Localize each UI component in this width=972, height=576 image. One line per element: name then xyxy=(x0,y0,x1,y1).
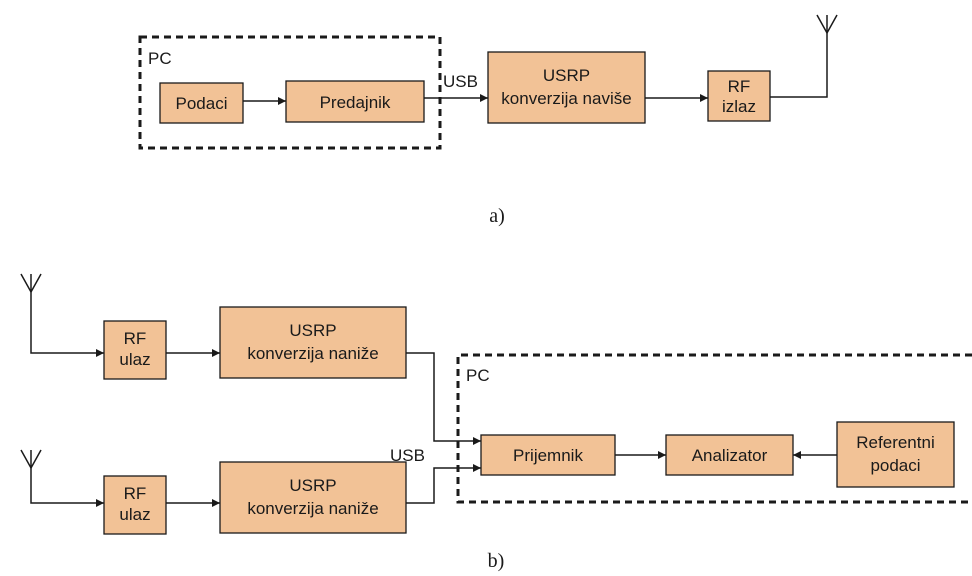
usrp-up-label-line1: USRP xyxy=(543,66,590,85)
receiver-label: Prijemnik xyxy=(513,446,583,465)
antenna-icon xyxy=(816,14,838,35)
pc-label-b: PC xyxy=(466,366,490,385)
caption-b: b) xyxy=(488,550,505,572)
rf-out-label-line1: RF xyxy=(728,77,751,96)
antenna-feed-bottom xyxy=(30,468,104,507)
rf-in-top-line2: ulaz xyxy=(119,350,150,369)
rf-out-label-line2: izlaz xyxy=(722,97,756,116)
panel-a: PC Podaci Predajnik USB USRP konverzija … xyxy=(138,14,838,227)
pc-group-b xyxy=(456,353,972,504)
reference-label-line2: podaci xyxy=(870,456,920,475)
rf-in-bottom-line1: RF xyxy=(124,484,147,503)
usb-link-top xyxy=(406,352,481,445)
rf-input-block-top xyxy=(103,320,167,380)
rf-in-bottom-line2: ulaz xyxy=(119,505,150,524)
receiver-block xyxy=(480,434,616,476)
usb-label-b: USB xyxy=(390,446,425,465)
antenna-icon xyxy=(20,449,42,470)
usrp-downconversion-block-top xyxy=(219,306,407,379)
reference-data-block xyxy=(836,421,955,488)
pc-label-a: PC xyxy=(148,49,172,68)
antenna-icon xyxy=(20,273,42,294)
data-block xyxy=(159,82,244,124)
usrp-down-top-line2: konverzija naniže xyxy=(247,344,378,363)
rf-output-feed-line xyxy=(770,33,828,98)
antenna-feed-top xyxy=(30,292,104,357)
usrp-down-bottom-line2: konverzija naniže xyxy=(247,499,378,518)
usb-link-bottom xyxy=(406,464,481,504)
usrp-down-top-line1: USRP xyxy=(289,321,336,340)
transmitter-block xyxy=(285,80,425,123)
usrp-up-label-line2: konverzija naviše xyxy=(501,89,631,108)
panel-b: PC RF ulaz USRP konverzija naniže RF ula… xyxy=(20,273,972,572)
pc-group-a xyxy=(138,35,442,150)
analyzer-label: Analizator xyxy=(692,446,768,465)
reference-label-line1: Referentni xyxy=(856,433,934,452)
usb-label-a: USB xyxy=(443,72,478,91)
data-block-label: Podaci xyxy=(176,94,228,113)
analyzer-block xyxy=(665,434,794,476)
usrp-upconversion-block xyxy=(487,51,646,124)
rf-input-block-bottom xyxy=(103,475,167,535)
usrp-downconversion-block-bottom xyxy=(219,461,407,534)
rf-in-top-line1: RF xyxy=(124,329,147,348)
caption-a: a) xyxy=(489,205,505,227)
transmitter-label: Predajnik xyxy=(320,93,391,112)
usrp-down-bottom-line1: USRP xyxy=(289,476,336,495)
rf-output-block xyxy=(707,70,771,122)
